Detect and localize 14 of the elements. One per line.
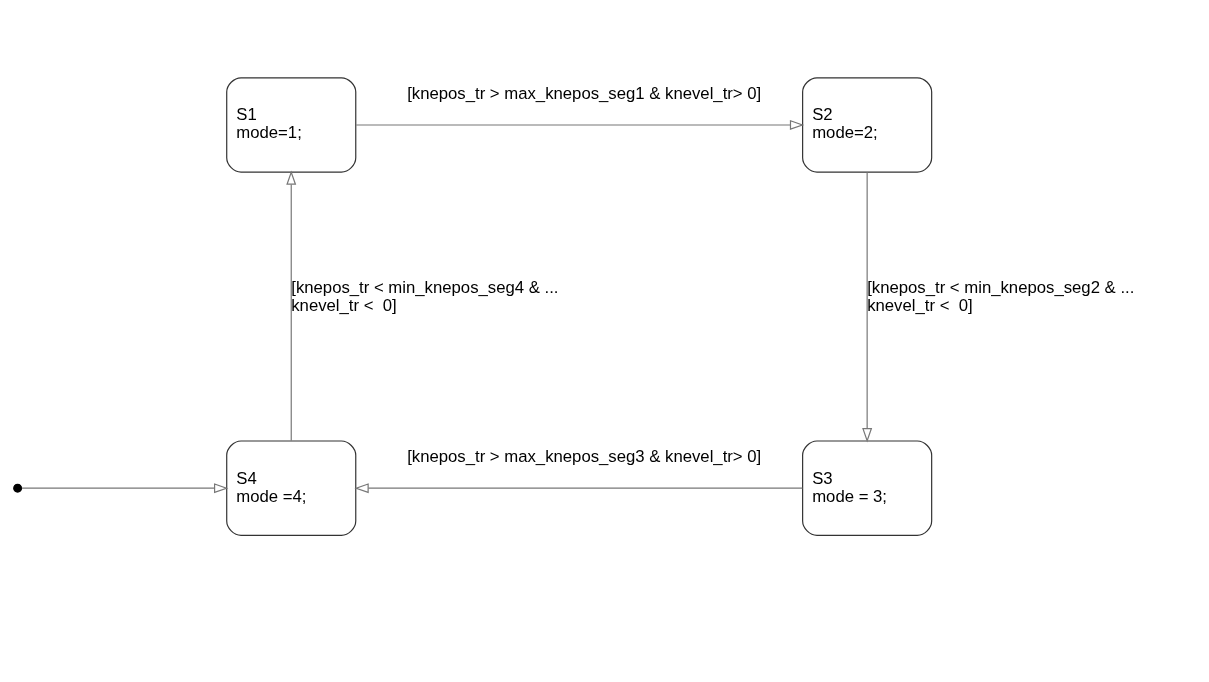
arrow [21, 483, 229, 494]
node-circle [13, 483, 23, 493]
arrow [355, 119, 805, 130]
edge-label: [knepos_tr < min_knepos_seg2 & ... knevel_tr < 0] [867, 278, 1135, 316]
arrow [862, 171, 873, 443]
arrow [286, 170, 297, 442]
node-box: S3 mode = 3; [802, 440, 933, 536]
edge-label: [knepos_tr > max_knepos_seg1 & knevel_tr> 0] [407, 83, 762, 103]
node-box: S4 mode =4; [226, 440, 357, 536]
edge-label: [knepos_tr > max_knepos_seg3 & knevel_tr> 0] [407, 447, 762, 467]
node-box: S2 mode=2; [802, 77, 933, 173]
arrow [354, 483, 804, 494]
node-box: S1 mode=1; [226, 77, 357, 173]
edge-label: [knepos_tr < min_knepos_seg4 & ... knevel_tr < 0] [291, 278, 559, 316]
